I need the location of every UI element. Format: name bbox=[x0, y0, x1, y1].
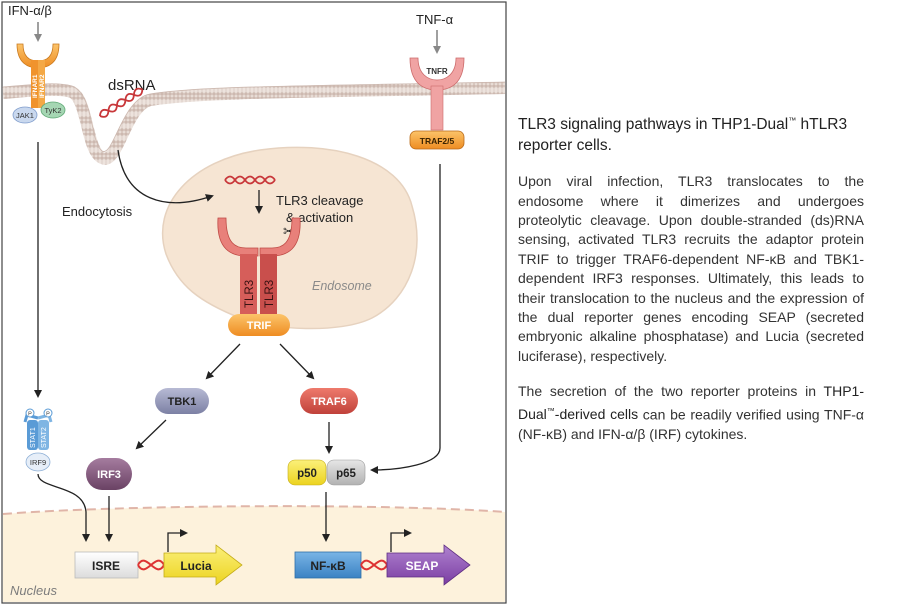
traf25-protein bbox=[409, 130, 465, 150]
ifnar-receptor: IFNAR1 IFNAR2 bbox=[16, 43, 60, 108]
tnf-ligand-label: TNF-α bbox=[416, 12, 454, 27]
isre-label: ISRE bbox=[92, 559, 120, 573]
caption-title-part-a: TLR3 signaling pathways in THP1-Dual bbox=[518, 116, 789, 134]
seap-tss-arrow bbox=[390, 529, 412, 552]
endosome-label: Endosome bbox=[312, 279, 372, 293]
tnfr-receptor: TNFR bbox=[409, 57, 465, 131]
nfkb-dna-link-icon bbox=[360, 559, 388, 571]
stat-to-isre-arrow bbox=[37, 473, 90, 542]
phospho-right-label: P bbox=[46, 412, 50, 418]
caption-title: TLR3 signaling pathways in THP1-Dual™ hT… bbox=[518, 110, 864, 156]
jak1-label: JAK1 bbox=[16, 111, 34, 120]
tyk2-label: TyK2 bbox=[44, 106, 61, 115]
scissors-icon: ✂ bbox=[283, 223, 295, 239]
tyk2-protein bbox=[40, 101, 66, 119]
caption-p2-part-d: can be readily verified using TNF-α (NF-… bbox=[518, 406, 864, 442]
lucia-label: Lucia bbox=[180, 559, 212, 573]
trif-to-tbk1-arrow bbox=[205, 343, 241, 380]
cleavage-label-2: & activation bbox=[286, 210, 353, 225]
p65-label: p65 bbox=[336, 468, 356, 480]
nucleus-label: Nucleus bbox=[10, 583, 57, 598]
seap-label: SEAP bbox=[406, 559, 439, 573]
traf6-protein bbox=[300, 388, 358, 414]
isre-promoter bbox=[74, 551, 139, 579]
plasma-membrane bbox=[2, 82, 506, 165]
tlr3-pathway-diagram: Nucleus Endosome IFN-α/β IFNAR1 IFNAR2 J… bbox=[1, 1, 507, 604]
tlr3-left-label: TLR3 bbox=[244, 280, 256, 308]
jak1-protein bbox=[12, 106, 38, 124]
p50-label: p50 bbox=[297, 468, 317, 480]
caption-p2-link-text: THP1-Dual bbox=[518, 383, 864, 423]
caption-title-part-b: hTLR3 reporter cells. bbox=[518, 116, 848, 155]
caption-p2-link-suffix: -derived cells bbox=[554, 406, 639, 423]
irf9-label: IRF9 bbox=[30, 458, 46, 467]
dsrna-label: dsRNA bbox=[108, 77, 156, 94]
figure-caption: TLR3 signaling pathways in THP1-Dual™ hT… bbox=[518, 110, 864, 460]
nfkb-label: NF-κB bbox=[310, 559, 346, 573]
p65-protein bbox=[326, 459, 366, 486]
trif-protein bbox=[228, 314, 290, 336]
isre-dna-link-icon bbox=[137, 559, 165, 571]
tlr3-dimer: TLR3 TLR3 bbox=[217, 217, 301, 316]
ifnar2-label: IFNAR2 bbox=[39, 74, 46, 98]
tnfr-label: TNFR bbox=[426, 67, 448, 76]
phospho-left-icon bbox=[25, 408, 35, 418]
caption-title-tm: ™ bbox=[788, 116, 797, 125]
dsrna-endosome-icon bbox=[224, 175, 276, 185]
trif-label: TRIF bbox=[247, 320, 272, 332]
traf25-label: TRAF2/5 bbox=[420, 136, 455, 146]
tlr3-right-label: TLR3 bbox=[264, 280, 276, 308]
tbk1-protein bbox=[155, 388, 209, 414]
tlr3-left-stalk bbox=[240, 254, 257, 316]
irf3-label: IRF3 bbox=[97, 469, 121, 481]
caption-paragraph-2: The secretion of the two reporter protei… bbox=[518, 382, 864, 444]
irf9-protein bbox=[25, 452, 51, 472]
lucia-tss-arrow bbox=[167, 529, 188, 552]
dsrna-outside-icon bbox=[99, 87, 144, 118]
cleavage-label-1: TLR3 cleavage bbox=[276, 193, 363, 208]
lucia-gene-arrow bbox=[163, 544, 243, 586]
plasma-membrane-outline-top bbox=[2, 81, 506, 152]
stat1-label: STAT1 bbox=[30, 427, 37, 448]
endocytosis-label: Endocytosis bbox=[62, 204, 133, 219]
nuclear-envelope bbox=[2, 505, 506, 515]
seap-gene-arrow bbox=[386, 544, 471, 586]
phospho-left-label: P bbox=[28, 412, 32, 418]
trif-to-traf6-arrow bbox=[279, 343, 315, 380]
tbk1-to-irf3-arrow bbox=[135, 419, 167, 450]
caption-paragraph-1: Upon viral infection, TLR3 translocates … bbox=[518, 173, 864, 364]
tbk1-label: TBK1 bbox=[168, 396, 197, 408]
traf6-label: TRAF6 bbox=[311, 396, 346, 408]
caption-p2-link[interactable]: THP1-Dual™-derived cells bbox=[518, 383, 864, 422]
nfkb-promoter bbox=[294, 551, 362, 579]
stat-complex: P P STAT1 STAT2 IRF9 bbox=[23, 408, 53, 472]
p50-protein bbox=[287, 459, 327, 486]
irf3-protein bbox=[86, 458, 132, 490]
tnfr-to-p65-arrow bbox=[370, 164, 441, 474]
phospho-right-icon bbox=[43, 408, 53, 418]
ifnar1-label: IFNAR1 bbox=[32, 74, 39, 98]
caption-p2-tm: ™ bbox=[546, 406, 555, 416]
caption-p2-part-a: The secretion of the two reporter protei… bbox=[518, 383, 824, 400]
tlr3-right-stalk bbox=[260, 254, 277, 316]
stat2-label: STAT2 bbox=[41, 427, 48, 448]
endocytosis-arrow bbox=[117, 149, 214, 204]
ifn-ligand-label: IFN-α/β bbox=[8, 3, 52, 18]
